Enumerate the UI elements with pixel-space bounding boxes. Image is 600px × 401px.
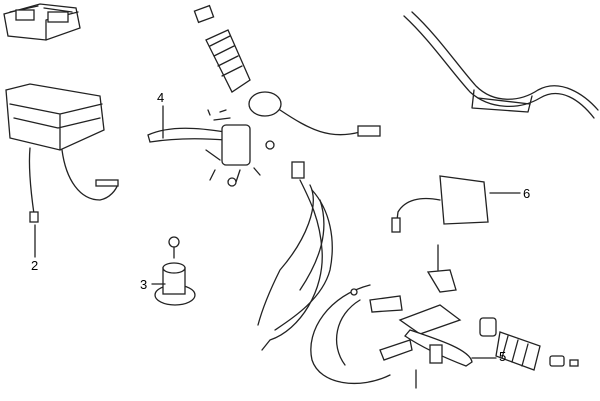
left-grip	[193, 4, 381, 137]
ignition-switch	[154, 236, 196, 306]
callout-6: 6	[523, 186, 531, 201]
instrument-cover	[3, 3, 81, 41]
clutch-lever-assembly	[147, 109, 275, 187]
callout-5: 5	[499, 349, 507, 364]
callout-4: 4	[157, 90, 165, 105]
cables	[257, 161, 391, 385]
mirror	[391, 175, 489, 233]
callout-2: 2	[31, 258, 39, 273]
handlebar	[403, 11, 599, 119]
instrument-housing	[5, 83, 119, 223]
callout-3: 3	[140, 277, 148, 292]
brake-lever-throttle-assembly	[369, 244, 579, 389]
